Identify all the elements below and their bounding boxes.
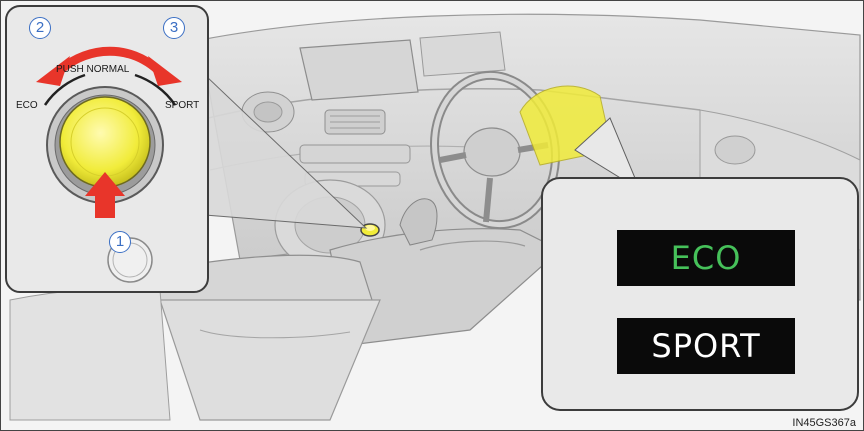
callout-3: 3	[163, 17, 185, 39]
sport-switch-label: SPORT	[165, 100, 199, 111]
seat	[10, 288, 170, 420]
eco-indicator: ECO	[617, 230, 795, 286]
eco-switch-label: ECO	[16, 100, 38, 111]
indicator-inset-panel	[542, 178, 858, 410]
switch-top-text: PUSH NORMAL	[56, 64, 129, 75]
console-buttons	[300, 145, 410, 163]
center-display	[300, 40, 418, 100]
callout-1: 1	[109, 231, 131, 253]
sport-indicator: SPORT	[617, 318, 795, 374]
callout-2: 2	[29, 17, 51, 39]
figure-id: IN45GS367a	[792, 417, 856, 429]
